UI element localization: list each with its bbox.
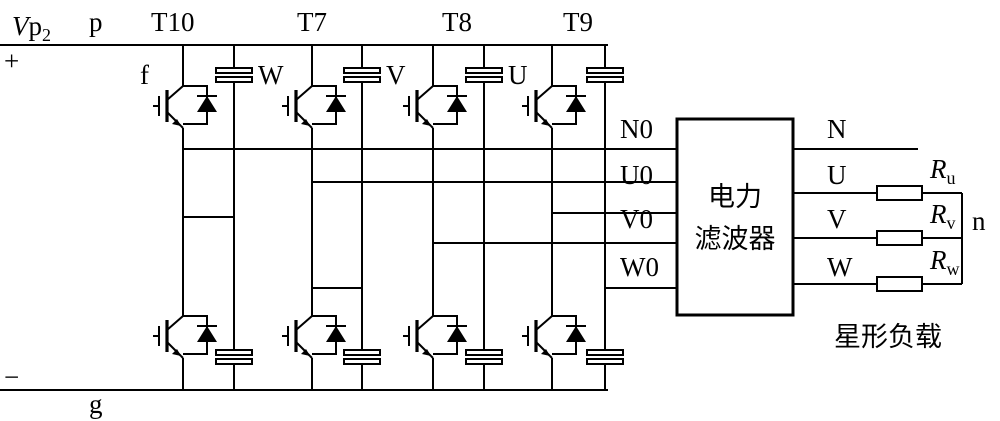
output-n: N — [827, 114, 847, 144]
filter-label-line1: 电力 — [708, 182, 762, 213]
leg-label-t10: T10 — [151, 7, 195, 37]
neutral-label: n — [972, 206, 986, 236]
leg-label-t9: T9 — [563, 7, 593, 37]
top-rail-label: p — [89, 7, 103, 37]
leg-t7 — [280, 45, 381, 390]
load-caption: 星形负载 — [834, 322, 942, 353]
bottom-rail-label: g — [89, 389, 103, 419]
mid-label-v: V — [386, 60, 406, 90]
output-wires — [793, 148, 918, 285]
leg-t8 — [401, 45, 503, 390]
output-u: U — [827, 160, 847, 190]
filter-input-n0: N0 — [620, 114, 653, 144]
output-w: W — [827, 252, 853, 282]
filter-input-w0: W0 — [620, 252, 659, 282]
plus-sign: + — [4, 46, 19, 76]
neutral-wires — [922, 192, 963, 285]
mid-label-w: W — [258, 60, 284, 90]
resistor-rv — [876, 230, 923, 246]
resistor-rw — [876, 276, 923, 292]
filter-label-line2: 滤波器 — [695, 224, 776, 255]
svg-text:Vp2: Vp2 — [12, 11, 51, 45]
mid-label-f: f — [140, 60, 149, 90]
resistor-label-rv: Rv — [929, 199, 956, 233]
minus-sign: − — [4, 362, 19, 392]
filter-input-v0: V0 — [620, 204, 653, 234]
supply-voltage-label: Vp2 — [12, 11, 51, 45]
resistor-label-rw: Rw — [929, 245, 960, 279]
mid-label-u: U — [508, 60, 528, 90]
interconnect-wires — [183, 120, 677, 289]
leg-label-t7: T7 — [297, 7, 327, 37]
resistor-label-ru: Ru — [929, 154, 956, 188]
leg-t9 — [520, 45, 624, 390]
resistor-ru — [876, 185, 923, 201]
output-v: V — [827, 204, 847, 234]
filter-input-u0: U0 — [620, 160, 653, 190]
power-filter-box — [675, 117, 795, 317]
leg-label-t8: T8 — [442, 7, 472, 37]
